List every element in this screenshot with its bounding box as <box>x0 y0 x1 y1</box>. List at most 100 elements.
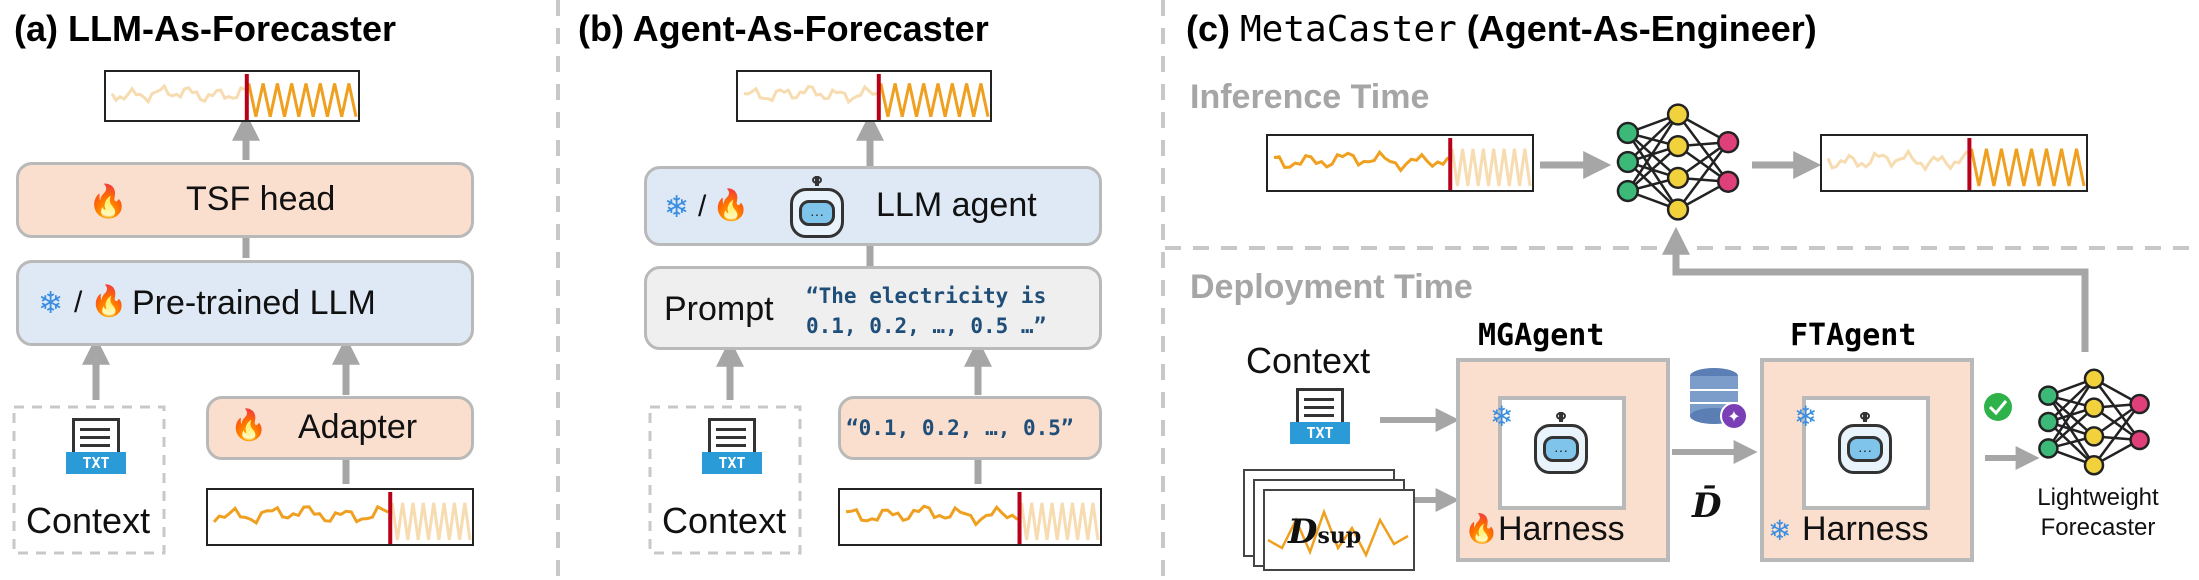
tsf-head-box <box>16 162 474 238</box>
snowflake-icon: ❄ <box>38 287 64 320</box>
net-node <box>1616 179 1639 203</box>
net-edge <box>1676 141 1730 211</box>
database-icon: ✦ <box>1690 368 1748 430</box>
history-line <box>1273 149 1450 173</box>
pretrained-llm-label: Pre-trained LLM <box>132 284 376 322</box>
inference-time-label: Inference Time <box>1190 78 1430 116</box>
panel-a-input-series <box>206 488 474 546</box>
check-icon <box>1984 393 2012 421</box>
forecast-line <box>879 83 990 118</box>
txt-file-icon: TXT <box>1290 388 1350 454</box>
history-line <box>212 504 389 526</box>
txt-file-icon: TXT <box>702 418 762 484</box>
net-node <box>1616 121 1639 145</box>
txt-label: TXT <box>66 452 126 474</box>
net-edge <box>1627 145 1679 192</box>
llm-slash: / <box>74 286 83 319</box>
pretrained-llm-box <box>16 260 474 346</box>
panel-a-title: (a) LLM-As-Forecaster <box>14 8 397 49</box>
txt-label: TXT <box>702 452 762 474</box>
net-node <box>1717 131 1740 154</box>
prompt-box <box>644 266 1102 350</box>
net-edge <box>2047 377 2095 423</box>
net-node <box>2129 393 2150 415</box>
net-edge <box>2092 403 2141 466</box>
context-box-b <box>648 405 802 555</box>
txt-label: TXT <box>1290 422 1350 444</box>
net-node <box>2038 411 2059 433</box>
net-node <box>2083 426 2105 447</box>
neural-net-icon <box>1612 96 1744 228</box>
net-node <box>2083 397 2105 418</box>
net-node <box>1666 166 1690 189</box>
net-node <box>1666 135 1690 158</box>
panel-c-title: (c) MetaCaster (Agent-As-Engineer) <box>1186 8 1817 50</box>
ftagent-harness-label: Harness <box>1802 510 1929 548</box>
svg-text:✦: ✦ <box>1727 407 1740 426</box>
net-node <box>1666 198 1690 221</box>
panel-b-output-series <box>736 70 992 122</box>
history-line <box>110 83 246 105</box>
panel-c-title-suffix: (Agent-As-Engineer) <box>1456 8 1817 49</box>
adapter-box <box>206 396 474 460</box>
net-edge <box>2047 378 2096 450</box>
lightweight-forecaster-icon <box>2034 362 2154 482</box>
forecast-line <box>1969 148 2086 187</box>
fire-icon: 🔥 <box>88 183 128 219</box>
fire-icon: 🔥 <box>90 285 128 318</box>
deployment-time-label: Deployment Time <box>1190 268 1473 306</box>
llm-agent-box <box>644 166 1102 246</box>
forecast-line <box>247 83 358 118</box>
forecaster-caption-line2: Forecaster <box>2040 514 2156 541</box>
llm-agent-label: LLM agent <box>876 186 1037 224</box>
panel-b-title: (b) Agent-As-Forecaster <box>578 8 989 49</box>
fire-icon: 🔥 <box>712 189 750 222</box>
adapter-label: Adapter <box>298 408 418 446</box>
net-edge <box>1676 113 1730 183</box>
panel-a-output-series <box>104 70 360 122</box>
robot-icon: ··· <box>786 176 848 240</box>
net-edge <box>1626 161 1679 211</box>
history-line <box>845 504 1019 527</box>
ftagent-label: FTAgent <box>1790 318 1917 353</box>
forecast-line <box>1020 502 1100 541</box>
inference-output-series <box>1820 134 2088 192</box>
mgagent-harness <box>1456 358 1670 562</box>
context-label-b: Context <box>662 500 787 541</box>
net-edge <box>1627 132 1679 179</box>
snowflake-icon: ❄ <box>1768 515 1792 546</box>
agent-slash: / <box>698 190 707 223</box>
fire-icon: 🔥 <box>1464 513 1499 544</box>
prompt-label: Prompt <box>664 290 774 328</box>
net-node <box>1616 150 1639 174</box>
dsup-stack <box>1243 469 1415 571</box>
net-edge <box>1626 113 1680 192</box>
forecast-line <box>390 502 472 541</box>
txt-file-icon: TXT <box>66 418 126 484</box>
history-line <box>1826 148 1969 173</box>
panel-c-title-prefix: (c) <box>1186 8 1240 49</box>
snowflake-icon: ❄ <box>1490 401 1514 432</box>
mgagent-label: MGAgent <box>1478 318 1605 353</box>
inference-input-series <box>1266 134 1534 192</box>
net-node <box>1717 170 1740 193</box>
series-text: “0.1, 0.2, …, 0.5” <box>846 416 1074 440</box>
robot-icon: ··· <box>1530 412 1592 476</box>
net-node <box>2038 438 2059 459</box>
context-label-a: Context <box>26 500 151 541</box>
mgagent-harness-label: Harness <box>1498 510 1625 548</box>
dbar-label: D̄ <box>1692 486 1722 526</box>
dsup-label: Dsup <box>1288 512 1361 552</box>
dsup-main: D <box>1288 512 1318 552</box>
robot-icon: ··· <box>1834 412 1896 476</box>
net-node <box>1666 103 1690 126</box>
forecast-line <box>1450 148 1532 187</box>
forecaster-caption-line1: Lightweight <box>2037 484 2159 511</box>
panel-b-input-series <box>838 488 1102 546</box>
net-edge <box>2092 378 2141 441</box>
dsup-sub: sup <box>1317 523 1362 549</box>
arrow-c-deploy-loop <box>1662 226 2089 352</box>
history-line <box>743 84 878 105</box>
tsf-head-label: TSF head <box>186 180 336 218</box>
